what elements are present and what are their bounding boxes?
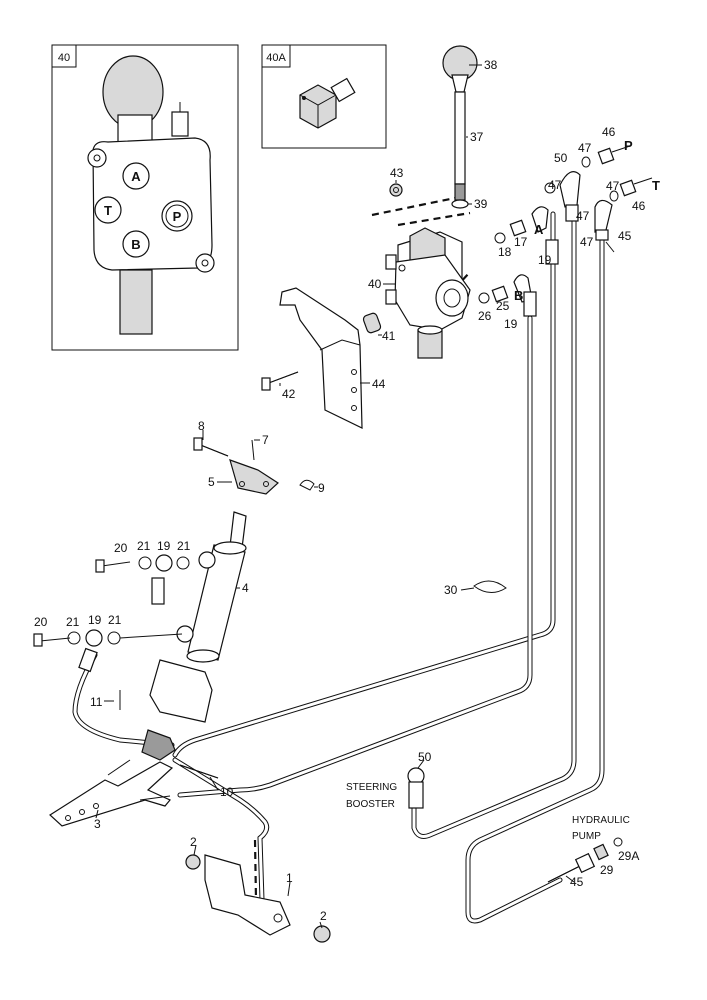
callout-2b: 2 (320, 909, 327, 923)
callout-8: 8 (198, 419, 205, 433)
callout-47c: 47 (606, 179, 620, 193)
callout-19a: 19 (538, 253, 552, 267)
control-lever (442, 45, 478, 209)
inset-port-b: B (131, 237, 140, 252)
callout-5: 5 (208, 475, 215, 489)
control-valve (371, 196, 471, 359)
callout-2a: 2 (190, 835, 197, 849)
caption-steering-booster-line1: STEERING (346, 782, 397, 793)
caption-steering-booster-line2: BOOSTER (346, 799, 395, 810)
callout-40: 40 (368, 277, 382, 291)
callout-numbers: 38 37 39 43 40 41 44 42 47 50 47 46 47 4… (34, 58, 646, 923)
callout-29A: 29A (618, 849, 639, 863)
valve-body-detail (87, 55, 215, 335)
inset-port-a: A (131, 169, 141, 184)
steering-booster-fitting (407, 767, 425, 809)
callout-26: 26 (478, 309, 492, 323)
inset-switch: 40A (261, 44, 387, 149)
hydraulic-hoses (72, 211, 605, 924)
callout-21c: 21 (66, 615, 80, 629)
callout-46a: 46 (602, 125, 616, 139)
switch-detail (299, 77, 356, 129)
callout-47a: 47 (548, 178, 562, 192)
callout-20b: 20 (34, 615, 48, 629)
callout-9: 9 (318, 481, 325, 495)
callout-50a: 50 (554, 151, 568, 165)
valve-bracket (261, 183, 403, 429)
callout-17: 17 (514, 235, 528, 249)
inset-port-p: P (173, 209, 182, 224)
callout-37: 37 (470, 130, 484, 144)
callout-19b: 19 (504, 317, 518, 331)
port-label-p: P (624, 138, 633, 153)
callout-46b: 46 (632, 199, 646, 213)
callout-20a: 20 (114, 541, 128, 555)
callout-19c: 19 (157, 539, 171, 553)
callout-41: 41 (382, 329, 396, 343)
callout-7: 7 (262, 433, 269, 447)
pedal-bracket (185, 839, 331, 943)
caption-steering-booster: STEERING BOOSTER (346, 782, 397, 810)
callout-43: 43 (390, 166, 404, 180)
port-label-b: B (514, 288, 523, 303)
pump-fittings (547, 837, 623, 883)
callout-47b: 47 (578, 141, 592, 155)
callout-21d: 21 (108, 613, 122, 627)
port-label-t: T (652, 178, 660, 193)
callout-39: 39 (474, 197, 488, 211)
callout-19d: 19 (88, 613, 102, 627)
caption-hydraulic-pump: HYDRAULIC PUMP (572, 815, 630, 842)
port-label-a: A (534, 222, 544, 237)
callout-45a: 45 (618, 229, 632, 243)
inset-label-40A: 40A (266, 52, 286, 64)
callout-11: 11 (90, 695, 103, 709)
callout-3: 3 (94, 817, 101, 831)
callout-25: 25 (496, 299, 510, 313)
cylinder-fittings (33, 554, 190, 673)
callout-50b: 50 (418, 750, 432, 764)
valve-fittings (473, 145, 653, 593)
callout-44: 44 (372, 377, 386, 391)
callout-29: 29 (600, 863, 614, 877)
callout-21b: 21 (177, 539, 191, 553)
caption-hydraulic-pump-line2: PUMP (572, 831, 601, 842)
callout-47e: 47 (580, 235, 594, 249)
leader-lines (95, 64, 615, 929)
inset-valve-section: 40 A T P B (51, 44, 239, 351)
cylinder-linkage (49, 437, 315, 827)
callout-42: 42 (282, 387, 296, 401)
callout-1: 1 (286, 871, 293, 885)
callout-4: 4 (242, 581, 249, 595)
inset-port-t: T (104, 203, 112, 218)
caption-hydraulic-pump-line1: HYDRAULIC (572, 815, 630, 826)
inset-label-40: 40 (58, 52, 70, 64)
callout-21a: 21 (137, 539, 151, 553)
callout-38: 38 (484, 58, 498, 72)
callout-10: 10 (220, 785, 234, 799)
callout-18: 18 (498, 245, 512, 259)
callout-30: 30 (444, 583, 458, 597)
callout-47d: 47 (576, 209, 590, 223)
callout-45b: 45 (570, 875, 584, 889)
